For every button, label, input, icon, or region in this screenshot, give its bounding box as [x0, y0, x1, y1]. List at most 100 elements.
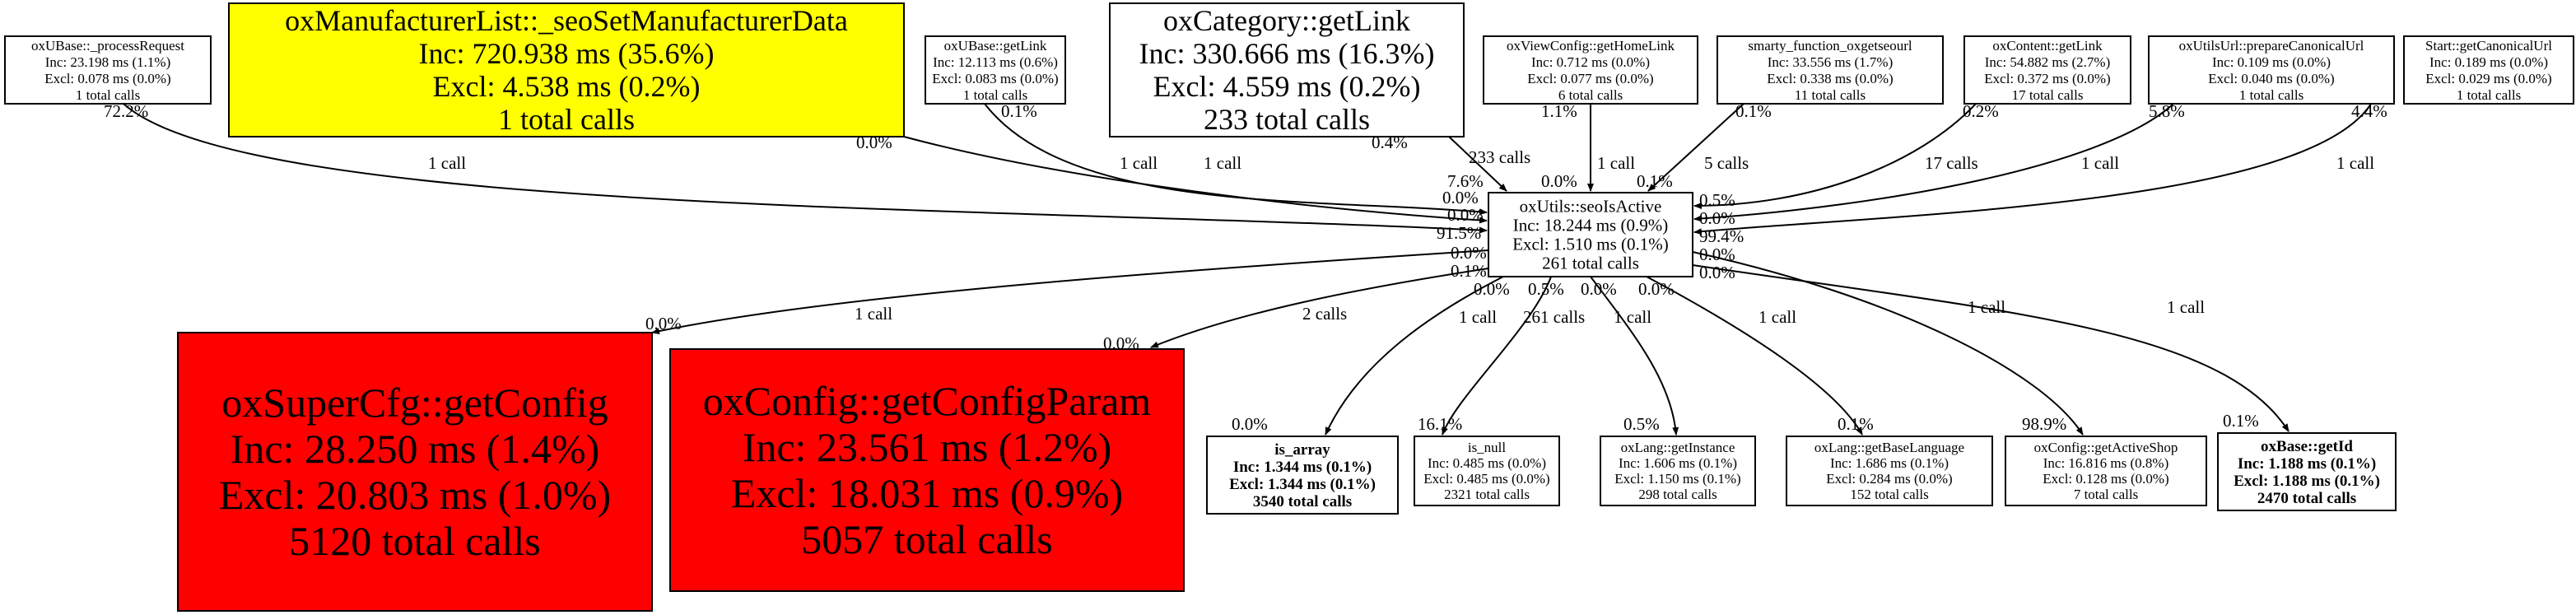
node-inclusive-time: Inc: 1.188 ms (0.1%) — [2238, 455, 2376, 473]
edge-call-count: 1 call — [2081, 153, 2119, 173]
node-box[interactable] — [4, 35, 212, 105]
node-box[interactable] — [2148, 35, 2395, 105]
edge-line — [1693, 103, 2372, 235]
node-box[interactable] — [1488, 192, 1693, 277]
node-box[interactable] — [2217, 432, 2397, 511]
edge-tail-percent: 0.5% — [1528, 279, 1564, 299]
edge-head-percent: 16.1% — [1418, 414, 1462, 434]
node-box[interactable] — [1109, 2, 1465, 137]
node-exclusive-time: Excl: 1.150 ms (0.1%) — [1614, 471, 1740, 487]
node-inclusive-time: Inc: 28.250 ms (1.4%) — [231, 426, 600, 472]
node-box[interactable] — [1963, 35, 2131, 105]
node-inclusive-time: Inc: 0.189 ms (0.0%) — [2429, 54, 2548, 70]
node-exclusive-time: Excl: 0.029 ms (0.0%) — [2425, 71, 2551, 86]
node-exclusive-time: Excl: 0.338 ms (0.0%) — [1767, 71, 1893, 86]
node-exclusive-time: Excl: 4.559 ms (0.2%) — [1153, 70, 1421, 103]
edge-call-count: 233 calls — [1469, 147, 1530, 167]
edge-call-count: 1 call — [1597, 153, 1635, 173]
node-exclusive-time: Excl: 18.031 ms (0.9%) — [731, 470, 1123, 516]
node-total-calls: 3540 total calls — [1253, 493, 1352, 510]
node-inclusive-time: Inc: 1.606 ms (0.1%) — [1619, 455, 1737, 471]
edge-head-percent: 0.5% — [1699, 190, 1735, 210]
edge-call-count: 261 calls — [1523, 307, 1585, 327]
node-total-calls: 261 total calls — [1542, 253, 1639, 273]
edge-line — [651, 249, 1489, 335]
edge-line — [1693, 103, 1977, 209]
edge-line — [1590, 276, 1679, 436]
edge-head-percent: 0.0% — [1699, 208, 1735, 228]
node-box[interactable] — [925, 35, 1066, 105]
edge-call-count: 2 calls — [1302, 304, 1347, 324]
node-inclusive-time: Inc: 330.666 ms (16.3%) — [1139, 37, 1435, 70]
edge-head-percent: 7.6% — [1447, 171, 1484, 191]
edge-head-percent: 0.1% — [1838, 414, 1874, 434]
node-box[interactable] — [177, 332, 653, 612]
edge-head-percent: 91.5% — [1437, 223, 1481, 243]
node-inclusive-time: Inc: 12.113 ms (0.6%) — [933, 54, 1058, 70]
node-exclusive-time: Excl: 0.485 ms (0.0%) — [1423, 471, 1549, 487]
node-box[interactable] — [2403, 35, 2574, 105]
node-inclusive-time: Inc: 720.938 ms (35.6%) — [419, 37, 715, 70]
node-function-name: oxSuperCfg::getConfig — [221, 380, 608, 426]
edge-line — [1693, 103, 2174, 222]
node-inclusive-time: Inc: 0.712 ms (0.0%) — [1531, 54, 1650, 70]
node-total-calls: 1 total calls — [2457, 87, 2521, 103]
node-exclusive-time: Excl: 1.510 ms (0.1%) — [1512, 234, 1669, 254]
node-function-name: oxConfig::getActiveShop — [2034, 440, 2178, 455]
node-box[interactable] — [1206, 436, 1399, 515]
edge-tail-percent: 0.0% — [1474, 279, 1510, 299]
edge-call-count: 1 call — [855, 304, 892, 324]
node-exclusive-time: Excl: 20.803 ms (1.0%) — [219, 472, 611, 518]
node-box[interactable] — [1717, 35, 1944, 105]
node-box[interactable] — [1483, 35, 1698, 105]
edge-call-count: 1 call — [428, 153, 466, 173]
node-box[interactable] — [669, 348, 1185, 592]
edge-tail-percent: 0.0% — [1451, 243, 1487, 263]
node-box[interactable] — [1600, 436, 1756, 506]
node-total-calls: 1 total calls — [76, 87, 140, 103]
node-exclusive-time: Excl: 0.040 ms (0.0%) — [2208, 71, 2334, 86]
node-box[interactable] — [1414, 436, 1560, 506]
edge-tail-percent: 0.0% — [1581, 279, 1617, 299]
node-box[interactable] — [1786, 436, 1993, 506]
edge-call-count: 1 call — [2167, 297, 2205, 317]
edge-line — [1325, 276, 1504, 436]
node-box[interactable] — [2005, 436, 2207, 506]
node-function-name: is_array — [1274, 441, 1330, 459]
node-total-calls: 298 total calls — [1638, 487, 1717, 502]
node-box[interactable] — [228, 2, 905, 137]
node-function-name: oxContent::getLink — [1992, 38, 2103, 54]
node-function-name: oxManufacturerList::_seoSetManufacturerD… — [285, 4, 848, 37]
node-total-calls: 5120 total calls — [289, 518, 541, 564]
node-total-calls: 6 total calls — [1558, 87, 1623, 103]
edge-call-count: 1 call — [1758, 307, 1796, 327]
node-exclusive-time: Excl: 0.083 ms (0.0%) — [932, 71, 1058, 86]
node-seoSetManufacturerData[interactable]: oxManufacturerList::_seoSetManufacturerD… — [228, 2, 905, 137]
node-function-name: oxCategory::getLink — [1163, 4, 1410, 37]
edge-call-count: 1 call — [1459, 307, 1497, 327]
